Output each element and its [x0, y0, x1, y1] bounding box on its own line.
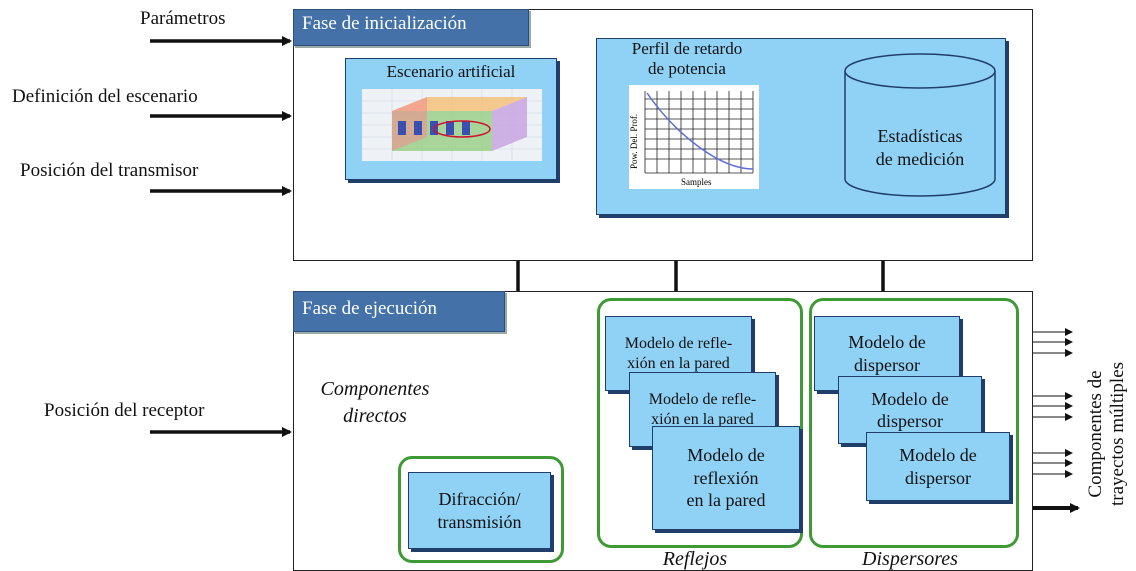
exec-phase-title: Fase de ejecución	[293, 291, 505, 332]
difraccion-line2: transmisión	[437, 511, 522, 532]
escenario-artificial-box: Escenario artificial	[345, 58, 557, 180]
label-posicion-receptor: Posición del receptor	[44, 400, 205, 421]
reflejos-group	[597, 298, 803, 548]
init-phase-title: Fase de inicialización	[293, 9, 529, 46]
componentes-line2: directos	[343, 405, 407, 427]
refl1-line2: xión en la pared	[627, 354, 730, 372]
refl3-line3: en la pared	[686, 490, 766, 511]
componentes-directos-label: Componentes directos	[300, 376, 450, 430]
dispersor-model-3: Modelo de dispersor	[866, 432, 1010, 501]
refl2-line1: Modelo de refle-	[648, 390, 757, 408]
disp1-line1: Modelo de	[848, 332, 926, 352]
disp2-line1: Modelo de	[871, 388, 949, 409]
estadisticas-line2: de medición	[875, 149, 965, 170]
plot-xlabel: Samples	[681, 177, 712, 187]
difraccion-group	[398, 456, 564, 563]
dispersores-label: Dispersores	[862, 548, 958, 570]
componentes-line1: Componentes	[320, 378, 430, 400]
difraccion-line1: Difracción/	[438, 489, 521, 509]
disp2-line2: dispersor	[876, 411, 943, 431]
refl3-line2: reflexión	[693, 467, 759, 488]
escenario-label: Escenario artificial	[386, 62, 516, 81]
perfil-estadisticas-box: Perfil de retardo de potencia Pow. Del. …	[596, 38, 1006, 215]
estadisticas-label: Estadísticas de medición	[842, 125, 998, 172]
label-posicion-transmisor: Posición del transmisor	[20, 160, 199, 181]
perfil-title: Perfil de retardo de potencia	[607, 39, 767, 80]
refl2-line2: xión en la pared	[651, 410, 754, 428]
plot-ylabel: Pow. Del. Prof.	[629, 114, 639, 169]
perfil-title-line2: de potencia	[648, 59, 726, 79]
disp3-line2: dispersor	[904, 467, 971, 488]
output-line1: Componentes de	[1085, 370, 1107, 498]
scenario-3d-image	[362, 89, 542, 161]
power-delay-profile-plot: Pow. Del. Prof. Samples	[629, 85, 759, 189]
estadisticas-cylinder	[844, 53, 996, 197]
output-line2: trayectos múltiples	[1107, 361, 1128, 507]
perfil-title-line1: Perfil de retardo	[631, 39, 743, 58]
refl3-line1: Modelo de	[687, 445, 765, 466]
output-label: Componentes de trayectos múltiples	[1076, 318, 1136, 550]
label-parametros: Parámetros	[140, 8, 226, 29]
difraccion-box: Difracción/ transmisión	[408, 472, 551, 549]
reflejos-label: Reflejos	[662, 548, 728, 570]
dispersores-group	[809, 298, 1019, 548]
estadisticas-line1: Estadísticas	[877, 126, 963, 146]
disp3-line1: Modelo de	[899, 445, 977, 465]
refl1-line1: Modelo de refle-	[624, 334, 733, 352]
reflexion-model-3: Modelo de reflexión en la pared	[652, 426, 800, 530]
label-definicion-escenario: Definición del escenario	[12, 86, 198, 107]
disp1-line2: dispersor	[853, 354, 920, 375]
